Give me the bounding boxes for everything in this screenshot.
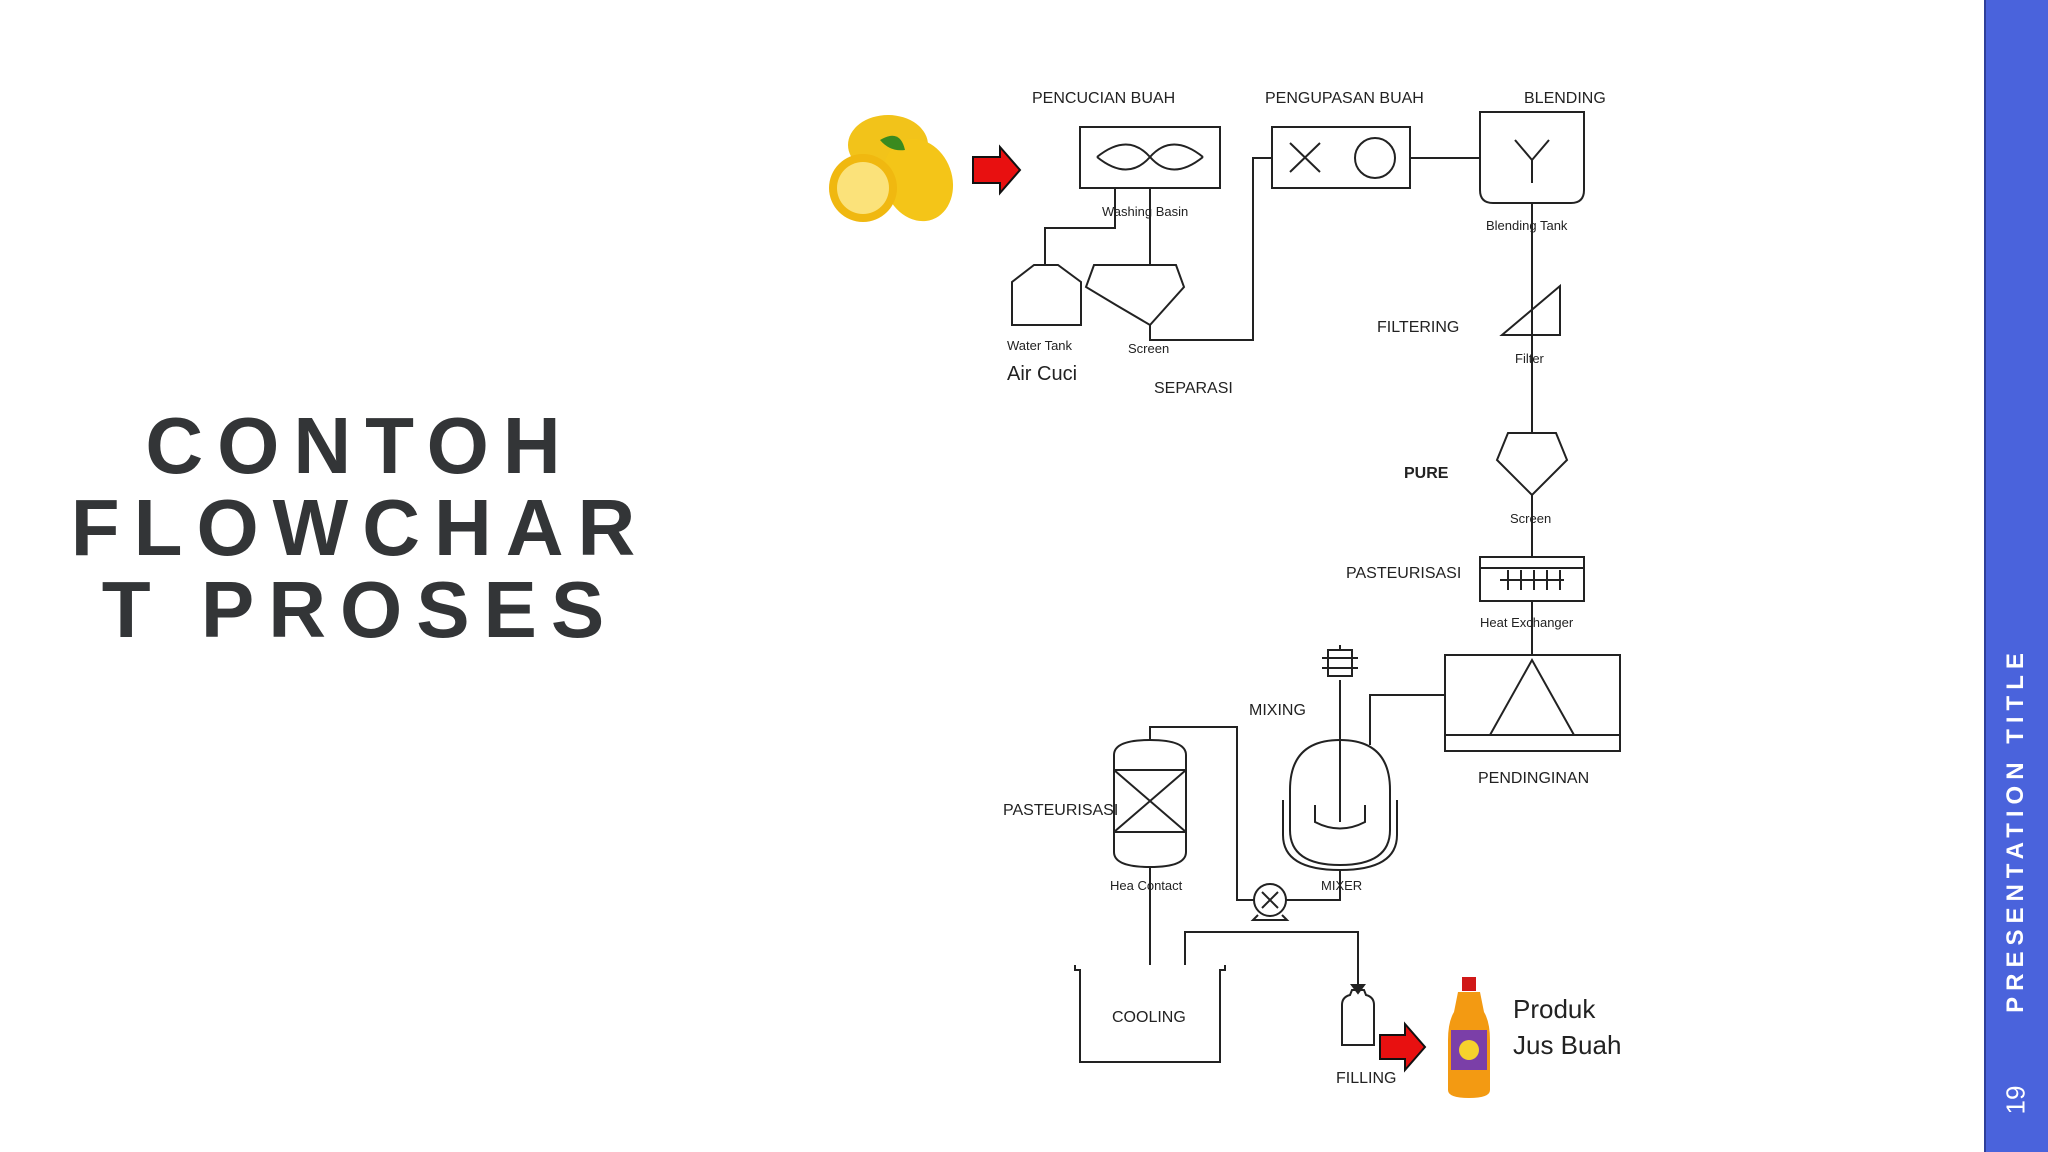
heat-contact-column	[1113, 738, 1187, 869]
label-filtering: FILTERING	[1377, 319, 1459, 336]
blending-tank	[1479, 111, 1585, 204]
label-mixing: MIXING	[1249, 702, 1306, 719]
label-pasteurization-top: PASTEURISASI	[1346, 565, 1461, 582]
label-heat-exchanger: Heat Exchanger	[1480, 615, 1574, 630]
label-washing: PENCUCIAN BUAH	[1032, 90, 1175, 107]
output-arrow	[1379, 1021, 1427, 1073]
input-arrow	[972, 144, 1022, 196]
label-filling: FILLING	[1336, 1070, 1396, 1087]
label-pasteurization-bottom: PASTEURISASI	[1003, 802, 1118, 819]
label-product-line-2: Jus Buah	[1513, 1030, 1621, 1060]
label-washing-basin: Washing Basin	[1102, 204, 1188, 219]
label-cooling: COOLING	[1112, 1009, 1186, 1026]
peeling-unit	[1271, 126, 1411, 189]
label-screen-2: Screen	[1510, 511, 1551, 526]
label-pure: PURE	[1404, 465, 1449, 482]
screen-2	[1495, 432, 1569, 497]
mixer	[1289, 738, 1391, 867]
label-blending-tank: Blending Tank	[1486, 218, 1568, 233]
label-heat-contact: Hea Contact	[1110, 878, 1183, 893]
cooling-unit	[1444, 654, 1621, 752]
water-tank	[1011, 264, 1082, 326]
slide-title-line-2: FLOWCHAR	[70, 483, 650, 572]
label-mixer: MIXER	[1321, 878, 1362, 893]
label-separation: SEPARASI	[1154, 380, 1233, 397]
slide-title: CONTOH FLOWCHAR T PROSES	[40, 405, 680, 651]
label-water-tank: Water Tank	[1007, 338, 1073, 353]
label-product-line-1: Produk	[1513, 994, 1596, 1024]
filling-bottle	[1341, 989, 1375, 1046]
label-filter: Filter	[1515, 351, 1545, 366]
label-peeling: PENGUPASAN BUAH	[1265, 90, 1424, 107]
cooling-tank	[1074, 965, 1226, 1063]
accent-sidebar	[1984, 0, 2048, 1152]
label-water-note: Air Cuci	[1007, 363, 1077, 385]
screen-1	[1084, 264, 1186, 327]
label-screen-1: Screen	[1128, 341, 1169, 356]
slide-title-line-1: CONTOH	[145, 401, 575, 490]
label-blending: BLENDING	[1524, 90, 1606, 107]
juice-bottle-image	[1448, 977, 1490, 1098]
label-cooling-stage: PENDINGINAN	[1478, 770, 1589, 787]
pump	[1250, 883, 1290, 921]
lemon-image	[829, 115, 954, 222]
slide-title-line-3: T PROSES	[101, 565, 619, 654]
